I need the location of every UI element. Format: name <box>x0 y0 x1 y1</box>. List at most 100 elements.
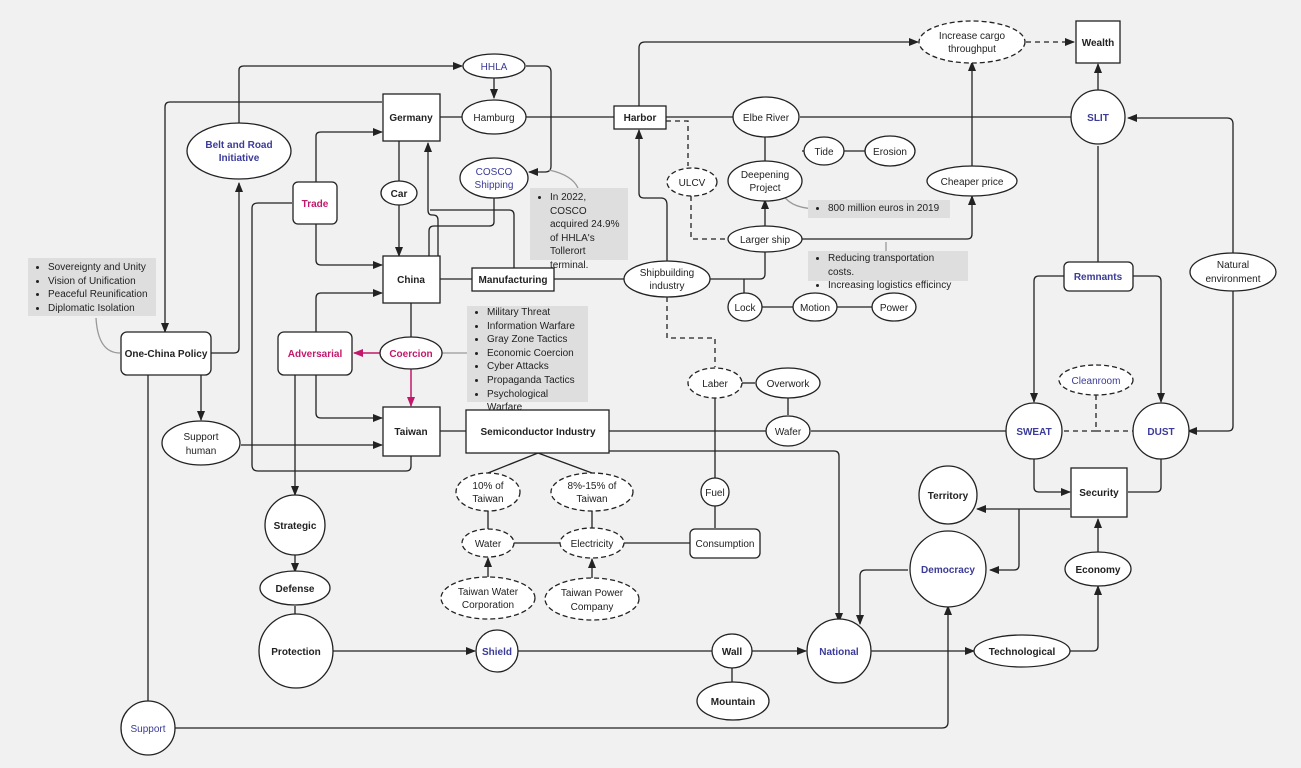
node-adversarial-label: Adversarial <box>288 349 343 360</box>
note-logistics-item: Increasing logistics efficincy <box>828 279 962 293</box>
node-germany[interactable]: Germany <box>382 93 441 142</box>
node-water[interactable]: Water <box>461 528 515 558</box>
node-belt-and-road[interactable]: Belt and Road Initiative <box>186 122 292 180</box>
node-manufacturing-label: Manufacturing <box>479 275 548 286</box>
node-eight-fifteen-percent-taiwan[interactable]: 8%-15% of Taiwan <box>550 472 634 512</box>
node-elbe-river[interactable]: Elbe River <box>732 96 800 138</box>
node-dust[interactable]: DUST <box>1132 402 1190 460</box>
node-cleanroom[interactable]: Cleanroom <box>1058 364 1134 396</box>
node-one-china-label: One-China Policy <box>125 349 208 360</box>
node-car[interactable]: Car <box>380 180 418 206</box>
node-power[interactable]: Power <box>871 292 917 322</box>
node-national[interactable]: National <box>806 618 872 684</box>
node-wall-label: Wall <box>722 647 742 658</box>
node-coercion-label: Coercion <box>389 349 432 360</box>
node-hhla-label: HHLA <box>481 62 508 73</box>
node-defense[interactable]: Defense <box>259 570 331 606</box>
node-support-human-label-1: Support <box>183 432 218 443</box>
coercion-arrows <box>353 349 415 407</box>
node-wafer-label: Wafer <box>775 427 802 438</box>
node-fuel[interactable]: Fuel <box>700 477 730 507</box>
node-shipbuilding[interactable]: Shipbuilding industry <box>623 260 711 298</box>
node-germany-label: Germany <box>389 113 433 124</box>
node-taiwan[interactable]: Taiwan <box>382 406 441 457</box>
node-support-human[interactable]: Support human <box>161 420 241 466</box>
node-adversarial[interactable]: Adversarial <box>277 331 353 376</box>
node-cheaper-price[interactable]: Cheaper price <box>926 165 1018 197</box>
node-motion[interactable]: Motion <box>792 292 838 322</box>
node-manufacturing[interactable]: Manufacturing <box>471 267 555 292</box>
node-taiwan-power-company[interactable]: Taiwan Power Company <box>544 577 640 621</box>
node-cheaper-label: Cheaper price <box>941 177 1004 188</box>
node-china[interactable]: China <box>382 255 441 304</box>
node-twc-label-1: Taiwan Water <box>458 587 519 598</box>
note-threats-item: Propaganda Tactics <box>487 374 582 388</box>
node-cosco-shipping[interactable]: COSCO Shipping <box>459 157 529 199</box>
node-natural-environment[interactable]: Natural environment <box>1189 252 1277 292</box>
node-laber[interactable]: Laber <box>687 367 743 399</box>
node-economy[interactable]: Economy <box>1064 551 1132 587</box>
node-trade[interactable]: Trade <box>292 181 338 225</box>
node-shipbuilding-label-2: industry <box>649 281 684 292</box>
note-threats: Military Threat Information Warfare Gray… <box>467 306 588 413</box>
node-electricity[interactable]: Electricity <box>559 527 625 559</box>
node-increase-cargo[interactable]: Increase cargo throughput <box>918 20 1026 64</box>
node-shield[interactable]: Shield <box>475 629 519 673</box>
note-threats-item: Military Threat <box>487 306 582 320</box>
node-remnants[interactable]: Remnants <box>1063 261 1134 292</box>
note-cost-item: 800 million euros in 2019 <box>828 202 944 216</box>
node-support[interactable]: Support <box>120 700 176 756</box>
node-wealth[interactable]: Wealth <box>1075 20 1121 64</box>
node-tide-label: Tide <box>814 147 834 158</box>
node-democracy[interactable]: Democracy <box>909 530 987 608</box>
node-technological[interactable]: Technological <box>973 634 1071 668</box>
node-larger-ship[interactable]: Larger ship <box>727 225 803 253</box>
note-threats-item: Economic Coercion <box>487 347 582 361</box>
node-mountain-label: Mountain <box>711 697 755 708</box>
node-ulcv[interactable]: ULCV <box>666 167 718 197</box>
note-threats-item: Cyber Attacks <box>487 360 582 374</box>
node-overwork[interactable]: Overwork <box>755 367 821 399</box>
node-hhla[interactable]: HHLA <box>462 53 526 79</box>
node-territory[interactable]: Territory <box>918 465 978 525</box>
node-consumption-label: Consumption <box>696 539 755 550</box>
connectors <box>95 38 1234 729</box>
note-threats-item: Information Warfare <box>487 320 582 334</box>
node-deepening-project[interactable]: Deepening Project <box>727 160 803 202</box>
node-one-china-policy[interactable]: One-China Policy <box>120 331 212 376</box>
node-ten-label-2: Taiwan <box>472 494 503 505</box>
node-hamburg-label: Hamburg <box>473 113 514 124</box>
node-erosion[interactable]: Erosion <box>864 135 916 167</box>
node-support-human-label-2: human <box>186 446 217 457</box>
node-coercion[interactable]: Coercion <box>379 336 443 370</box>
node-protection-label: Protection <box>271 647 320 658</box>
node-fuel-label: Fuel <box>705 488 724 499</box>
node-taiwan-water-corporation[interactable]: Taiwan Water Corporation <box>440 576 536 620</box>
node-consumption[interactable]: Consumption <box>689 528 761 559</box>
node-security[interactable]: Security <box>1070 467 1128 518</box>
node-protection[interactable]: Protection <box>258 613 334 689</box>
node-semiconductor-industry[interactable]: Semiconductor Industry <box>465 409 610 454</box>
node-hamburg[interactable]: Hamburg <box>461 99 527 135</box>
node-strategic[interactable]: Strategic <box>264 494 326 556</box>
node-wafer[interactable]: Wafer <box>765 415 811 447</box>
node-lock[interactable]: Lock <box>727 292 763 322</box>
node-cleanroom-label: Cleanroom <box>1072 376 1121 387</box>
node-harbor[interactable]: Harbor <box>613 105 667 130</box>
node-china-label: China <box>397 275 425 286</box>
node-tide[interactable]: Tide <box>803 136 845 166</box>
note-logistics: Reducing transportation costs. Increasin… <box>808 251 968 291</box>
node-slit-label: SLIT <box>1087 113 1109 124</box>
node-mountain[interactable]: Mountain <box>696 681 770 721</box>
node-slit[interactable]: SLIT <box>1070 89 1126 145</box>
node-sweat-label: SWEAT <box>1016 427 1051 438</box>
dashed-connectors <box>666 38 1134 432</box>
node-sweat[interactable]: SWEAT <box>1005 402 1063 460</box>
node-wall[interactable]: Wall <box>711 633 753 669</box>
node-ten-percent-taiwan[interactable]: 10% of Taiwan <box>455 472 521 512</box>
node-democracy-label: Democracy <box>921 565 975 576</box>
node-power-label: Power <box>880 303 909 314</box>
node-bri-label-1: Belt and Road <box>205 140 272 151</box>
node-electricity-label: Electricity <box>571 539 614 550</box>
